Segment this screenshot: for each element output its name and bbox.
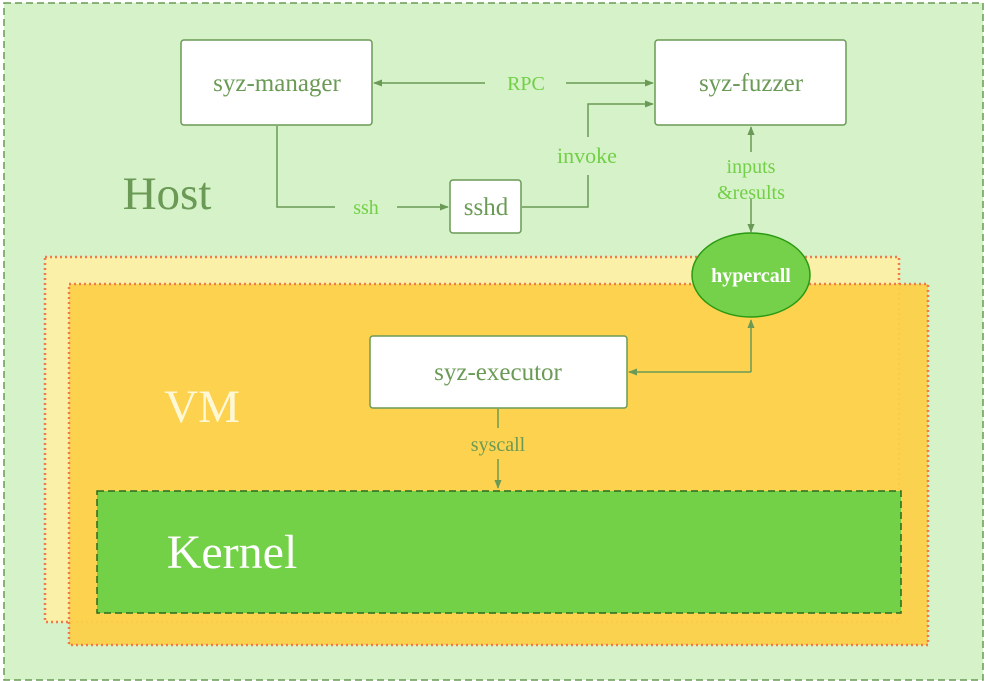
syz-manager-node: syz-manager — [180, 39, 373, 126]
invoke-edge-start — [522, 175, 589, 208]
rpc-label: RPC — [507, 73, 545, 95]
syscall-label: syscall — [471, 434, 526, 456]
ssh-label: ssh — [353, 197, 379, 219]
invoke-edge-end — [587, 100, 654, 137]
sshd-label: sshd — [464, 194, 509, 221]
inputs-label-line2: &results — [717, 182, 785, 204]
host-label: Host — [123, 168, 212, 220]
hypercall-label: hypercall — [711, 265, 791, 287]
syz-executor-node: syz-executor — [369, 335, 628, 409]
hypercall-node: hypercall — [691, 232, 811, 318]
invoke-label: invoke — [557, 143, 617, 168]
syz-executor-label: syz-executor — [434, 359, 562, 386]
inputs-label-line1: inputs — [727, 156, 776, 178]
syz-manager-label: syz-manager — [213, 70, 341, 97]
syz-fuzzer-label: syz-fuzzer — [699, 70, 804, 97]
sshd-node: sshd — [449, 179, 522, 234]
syz-fuzzer-node: syz-fuzzer — [654, 39, 847, 126]
ssh-edge-start — [276, 126, 335, 208]
kernel-region — [96, 490, 902, 614]
kernel-label: Kernel — [167, 526, 298, 579]
vm-label: VM — [164, 381, 240, 433]
